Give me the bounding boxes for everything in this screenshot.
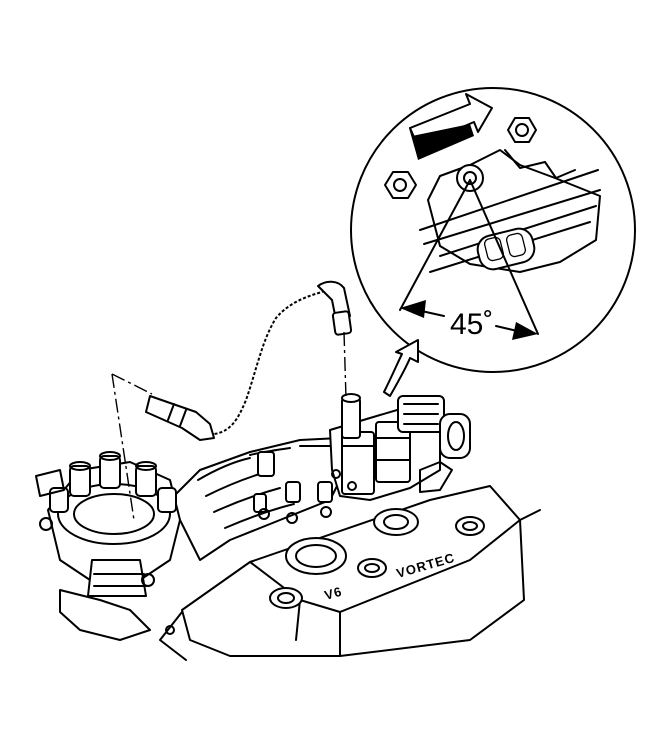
angle-arrow-left-icon	[400, 300, 426, 318]
valve-cover: VORTEC V6	[181, 485, 525, 657]
angle-arrow-right-icon	[512, 322, 538, 340]
intake-manifold	[169, 437, 346, 561]
ignition-coil	[329, 393, 471, 501]
coil-wire-boot-distributor-end	[145, 395, 215, 441]
hex-nut-right-icon	[507, 117, 537, 143]
callout-arrow-icon	[383, 339, 419, 397]
engine-assembly: VORTEC V6	[35, 393, 541, 661]
hex-nut-left-icon	[384, 171, 417, 199]
distributor	[35, 451, 181, 641]
angle-indicator: 45˚	[399, 179, 539, 341]
angle-label: 45˚	[450, 308, 493, 341]
coil-wire-boot-coil-end	[317, 280, 353, 336]
coil-bracket-detail	[419, 149, 601, 273]
coil-wire	[111, 280, 353, 521]
rotation-arrow-icon	[409, 93, 493, 160]
valve-cover-sublabel: V6	[323, 584, 344, 603]
detail-view: 45˚	[350, 87, 636, 373]
